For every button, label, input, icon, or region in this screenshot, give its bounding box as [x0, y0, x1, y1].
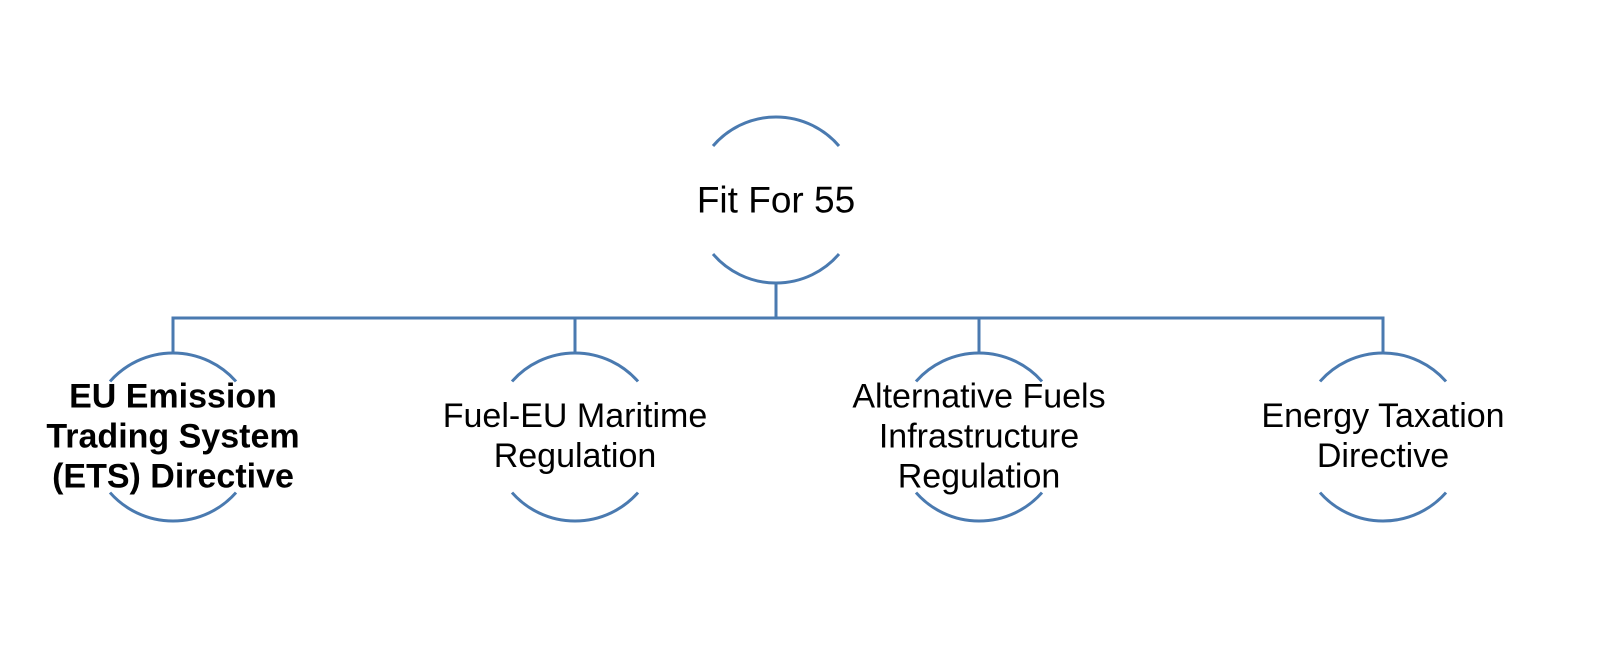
label-line: Regulation: [493, 437, 657, 475]
label-line: Fuel-EU Maritime: [442, 397, 708, 436]
label-line: Infrastructure: [878, 417, 1080, 456]
child-node-4-bottom-arc: [1318, 491, 1448, 523]
root-node-label: Fit For 55: [696, 179, 856, 221]
child-node-1-top-arc: [108, 351, 238, 383]
label-line: Energy Taxation: [1261, 397, 1505, 436]
child-node-2-top-arc: [510, 351, 640, 383]
child-node-3-top-arc: [914, 351, 1044, 383]
root-node-top-arc: [711, 115, 841, 147]
child-node-1-bottom-arc: [108, 491, 238, 523]
label-line: EU Emission: [69, 377, 277, 416]
child-node-2-bottom-arc: [510, 491, 640, 523]
root-node-bottom-arc: [711, 253, 841, 285]
label-line: Alternative Fuels: [852, 377, 1106, 416]
label-line: Trading System: [46, 417, 300, 456]
label-line: (ETS) Directive: [52, 456, 294, 495]
label-line: Directive: [1316, 437, 1450, 475]
child-node-3-bottom-arc: [914, 491, 1044, 523]
label-line: Regulation: [897, 456, 1061, 495]
child-node-4-top-arc: [1318, 351, 1448, 383]
